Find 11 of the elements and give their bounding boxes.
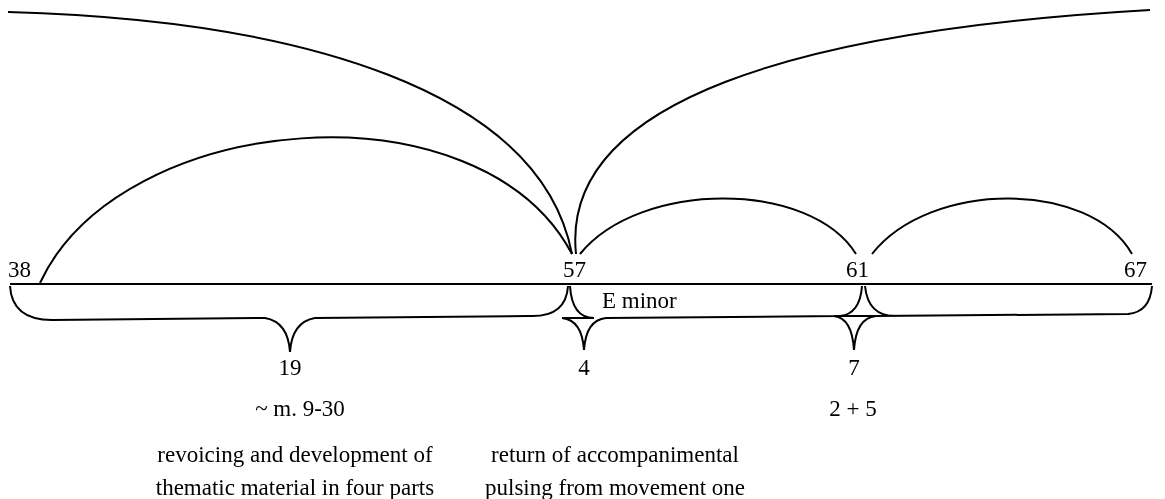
- bar-grouping: 2 + 5: [829, 396, 877, 421]
- measure-number: 57: [563, 257, 586, 282]
- section-description: revoicing and development of thematic material in four parts: [154, 441, 436, 499]
- measure-number: 67: [1124, 257, 1147, 282]
- measure-range: ~ m. 9-30: [255, 396, 345, 421]
- key-label: E minor: [602, 288, 677, 313]
- bar-count: 4: [578, 355, 590, 380]
- measure-number: 61: [846, 257, 869, 282]
- measure-number: 38: [8, 257, 31, 282]
- bar-count: 19: [278, 355, 302, 380]
- bar-count: 7: [848, 355, 860, 380]
